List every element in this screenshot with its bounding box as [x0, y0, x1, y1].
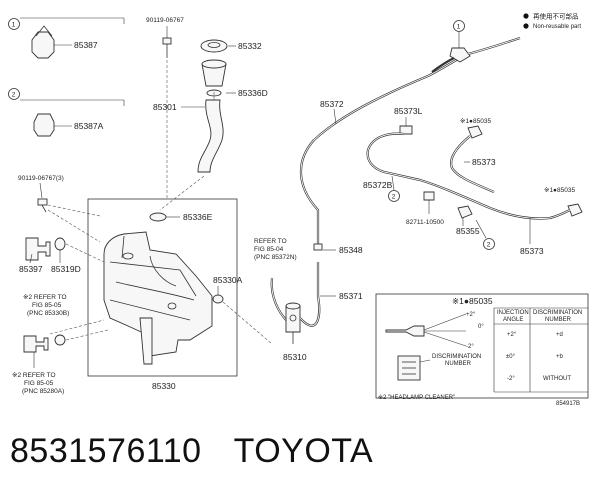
part-label-85373-lower[interactable]: 85373 [520, 246, 544, 256]
part-label-85332[interactable]: 85332 [238, 41, 262, 51]
bolt-left-shape [37, 198, 48, 213]
callout-number-1: 1 [12, 22, 16, 29]
hose-junction-top-shape [449, 47, 471, 63]
bolt-top-shape [162, 37, 172, 58]
ref-label-85372N-line3[interactable]: (PNC 85372N) [254, 254, 297, 261]
inset-angle-plus: +2° [466, 312, 476, 318]
part-label-85387[interactable]: 85387 [74, 40, 98, 50]
part-label-85319D[interactable]: 85319D [51, 264, 81, 274]
filler-cap-shape [200, 39, 228, 53]
inset-nozzle-shape [385, 325, 425, 337]
ref-label-85280A-line3[interactable]: (PNC 85280A) [22, 388, 64, 395]
part-label-85035-upper[interactable]: ※1●85035 [460, 118, 491, 125]
inset-title: ※1●85035 [452, 296, 493, 306]
part-label-85336D[interactable]: 85336D [238, 88, 268, 98]
part-label-85355[interactable]: 85355 [456, 226, 480, 236]
inset-col-disc-line1: DISCRIMINATION [533, 310, 582, 316]
callout-circle-1-right[interactable] [453, 20, 465, 32]
grommet-85336E-shape [149, 212, 167, 222]
ref-label-85330B-line2[interactable]: FIG 85-05 [32, 302, 62, 309]
inset-col-angle-line2: ANGLE [503, 317, 523, 323]
part-label-85035-lower[interactable]: ※1●85035 [544, 187, 575, 194]
ref-label-85330B-line1[interactable]: ※2 REFER TO [23, 294, 67, 301]
clip-85387A-shape [33, 113, 55, 137]
part-label-85373-upper[interactable]: 85373 [472, 157, 496, 167]
part-label-85336E[interactable]: 85336E [183, 212, 213, 222]
inset-angle-minus: -2° [466, 344, 474, 350]
joint-85348-shape [313, 243, 323, 251]
clip-85387-shape [31, 31, 55, 59]
clip-82711-shape [423, 191, 435, 201]
inset-col-disc-line2: NUMBER [545, 317, 572, 323]
washer-reservoir-shape [103, 231, 213, 365]
callout-number-2: 2 [12, 92, 16, 99]
callout-circle-2-right[interactable] [483, 238, 495, 250]
callout-group-1: 1 85387 [8, 17, 125, 59]
callout-number-2-right: 2 [487, 242, 491, 249]
legend-item-japanese: 再使用不可部品 [533, 12, 579, 21]
ref-label-85372N-line2[interactable]: FIG 85-04 [254, 246, 284, 253]
table-row-2-angle: ±0° [506, 354, 516, 360]
part-label-85397[interactable]: 85397 [19, 264, 43, 274]
part-label-90119-06767[interactable]: 90119-06767 [146, 17, 184, 24]
part-label-82711-10500[interactable]: 82711-10500 [406, 219, 444, 226]
hose-85372-shape [299, 55, 465, 327]
callout-circle-2-mid[interactable] [388, 190, 400, 202]
non-reusable-dot-icon [523, 13, 529, 19]
ref-label-85330B-line3[interactable]: (PNC 85330B) [27, 310, 69, 317]
part-label-85301[interactable]: 85301 [153, 102, 177, 112]
callout-group-2: 2 85387A [8, 88, 125, 137]
part-label-85348[interactable]: 85348 [339, 245, 363, 255]
part-label-85372B[interactable]: 85372B [363, 180, 393, 190]
table-row-1-number: +d [556, 332, 563, 338]
callout-number-1-right: 1 [457, 24, 461, 31]
nozzle-85035-upper-shape [467, 125, 483, 139]
part-number: 8531576110 [10, 432, 202, 470]
part-label-85387A[interactable]: 85387A [74, 121, 104, 131]
callout-circle-1[interactable] [8, 18, 20, 30]
inset-col-angle-line1: INJECTION [497, 310, 529, 316]
diagram-code: 854917B [556, 401, 580, 407]
part-label-85372[interactable]: 85372 [320, 99, 344, 109]
ref-label-85372N-line1[interactable]: REFER TO [254, 238, 287, 245]
callout-number-2-mid: 2 [392, 194, 396, 201]
inset-disc-label-line2: NUMBER [445, 361, 472, 367]
pump-left-shape [23, 335, 49, 353]
washer-pump-85310-shape [285, 302, 301, 344]
inset-frame [375, 293, 589, 399]
table-row-2-number: +b [556, 354, 564, 360]
headlamp-cleaner-note: ※2 "HEADLAMP CLEANER" [378, 394, 455, 401]
table-row-3-angle: -2° [507, 376, 515, 382]
part-label-85373L[interactable]: 85373L [394, 106, 423, 116]
joint-85355-shape [457, 205, 473, 219]
part-label-85330[interactable]: 85330 [152, 381, 176, 391]
grommet-85330A-shape [212, 294, 224, 304]
inset-disc-label-line1: DISCRIMINATION [432, 354, 481, 360]
nozzle-inset: ※1●85035 +2° 0° -2° DISCRIMINATION NUMBE… [375, 293, 589, 399]
table-row-3-number: WITHOUT [543, 376, 571, 382]
table-row-1-angle: +2° [507, 332, 517, 338]
part-label-90119-06767-3[interactable]: 90119-06767(3) [18, 175, 64, 182]
legend: 再使用不可部品 Non-reusable part [523, 12, 581, 30]
hose-joint-85373L-shape [399, 125, 413, 135]
nozzle-85035-lower-shape [567, 203, 583, 217]
legend-item-english: Non-reusable part [533, 24, 581, 30]
brand-name: TOYOTA [233, 432, 374, 470]
part-label-85371[interactable]: 85371 [339, 291, 363, 301]
level-sensor-85397-shape [25, 237, 51, 261]
grommet-85319D-shape [54, 237, 66, 251]
ref-label-85280A-line1[interactable]: ※2 REFER TO [12, 372, 56, 379]
inset-angle-zero: 0° [478, 324, 484, 330]
grommet-left-shape [54, 334, 66, 346]
ref-label-85280A-line2[interactable]: FIG 85-05 [24, 380, 54, 387]
non-reusable-dot-icon [523, 23, 529, 29]
part-label-85330A[interactable]: 85330A [213, 275, 243, 285]
filler-pipe-shape [197, 99, 224, 173]
part-label-85310[interactable]: 85310 [283, 352, 307, 362]
part-caption: 8531576110 TOYOTA [10, 432, 373, 478]
filler-neck-shape [201, 59, 227, 87]
callout-circle-2[interactable] [8, 88, 20, 100]
reservoir-frame [87, 198, 238, 377]
